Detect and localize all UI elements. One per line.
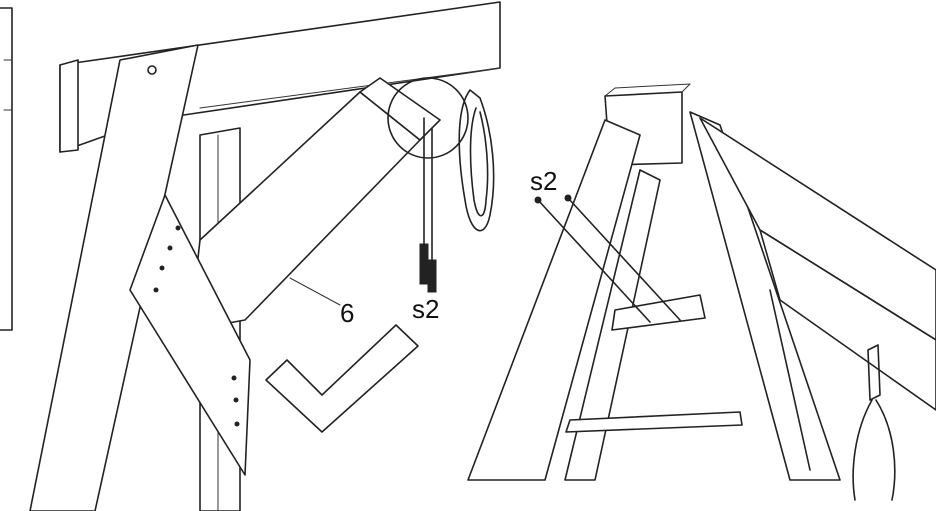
a-frame-right-leg (689, 111, 841, 481)
front-leg (29, 44, 199, 511)
checkmark-outline-icon (265, 324, 419, 433)
lower-crossbar (565, 411, 743, 433)
part-6-leader (289, 277, 341, 306)
upper-crossbar (611, 294, 706, 331)
side-plate (129, 194, 251, 476)
right-assembly-view: s2 (467, 83, 936, 501)
left-assembly-view: 6 s2 (0, 1, 501, 511)
right-swing-hook (852, 344, 896, 501)
left-edge-frame (0, 7, 13, 331)
bolt-s2-label-right: s2 (530, 166, 557, 196)
side-beams (699, 117, 936, 411)
a-frame-left-leg (467, 119, 641, 481)
bolt-s2-label-left: s2 (412, 294, 439, 324)
leg-rail (769, 289, 811, 471)
swing-hook (458, 89, 495, 232)
bolt-pair-left (419, 117, 437, 293)
part-6-label: 6 (340, 298, 354, 328)
beam-hole (147, 65, 157, 75)
bolt-pair-right (534, 194, 681, 323)
detail-circle (387, 77, 469, 159)
